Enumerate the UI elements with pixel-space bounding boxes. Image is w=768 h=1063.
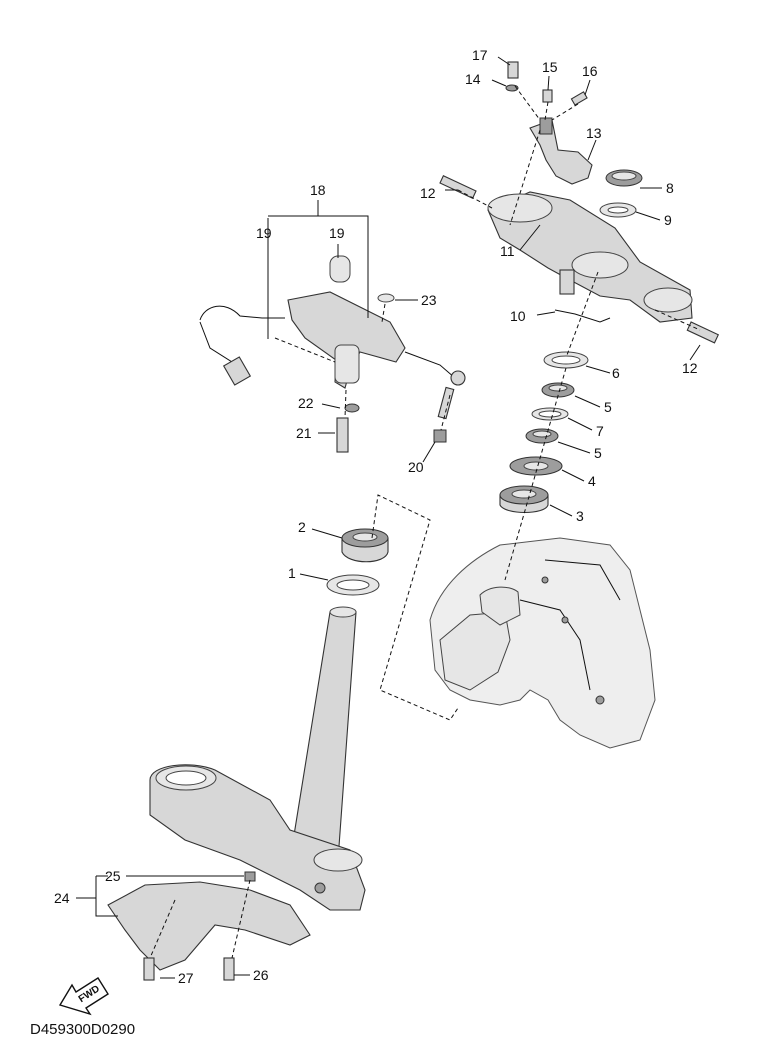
diagram-code: D459300D0290 [30, 1021, 135, 1038]
callout-8: 8 [666, 180, 674, 196]
callout-2: 2 [298, 519, 306, 535]
upper-bracket [487, 191, 693, 323]
callout-27: 27 [178, 970, 194, 986]
bolt-12-left [439, 175, 477, 199]
bearing-2-seal-1 [326, 528, 389, 596]
callout-5-upper: 5 [604, 399, 612, 415]
callout-3: 3 [576, 508, 584, 524]
assembly-lines [149, 85, 701, 959]
callout-12-left: 12 [420, 185, 436, 201]
bolt-12-right [686, 321, 720, 344]
bearing-stack [499, 351, 589, 514]
cover-plate [107, 871, 311, 981]
callout-13: 13 [586, 125, 602, 141]
callout-23: 23 [421, 292, 437, 308]
callout-12-right: 12 [682, 360, 698, 376]
callout-6: 6 [612, 365, 620, 381]
callout-5-lower: 5 [594, 445, 602, 461]
steering-damper [199, 255, 466, 453]
fwd-arrow: FWD [58, 977, 109, 1016]
callout-4: 4 [588, 473, 596, 489]
callouts: 17 14 15 16 13 8 9 12 11 10 12 6 5 7 5 4… [54, 47, 698, 986]
callout-25: 25 [105, 868, 121, 884]
handle-bracket [529, 117, 593, 185]
callout-1: 1 [288, 565, 296, 581]
callout-22: 22 [298, 395, 314, 411]
callout-17: 17 [472, 47, 488, 63]
callout-10: 10 [510, 308, 526, 324]
callout-24: 24 [54, 890, 70, 906]
fwd-arrow-icon [58, 977, 109, 1016]
top-hardware [505, 61, 588, 106]
callout-19-left: 19 [256, 225, 272, 241]
callout-14: 14 [465, 71, 481, 87]
callout-21: 21 [296, 425, 312, 441]
callout-15: 15 [542, 59, 558, 75]
callout-7: 7 [596, 423, 604, 439]
frame-head-pipe [429, 537, 656, 749]
lock-washer-10 [554, 309, 611, 323]
callout-20: 20 [408, 459, 424, 475]
callout-18: 18 [310, 182, 326, 198]
callout-16: 16 [582, 63, 598, 79]
under-bracket-stem [149, 606, 366, 911]
callout-26: 26 [253, 967, 269, 983]
callout-11: 11 [500, 243, 515, 259]
callout-19-right: 19 [329, 225, 345, 241]
callout-9: 9 [664, 212, 672, 228]
leader-lines [76, 56, 701, 979]
